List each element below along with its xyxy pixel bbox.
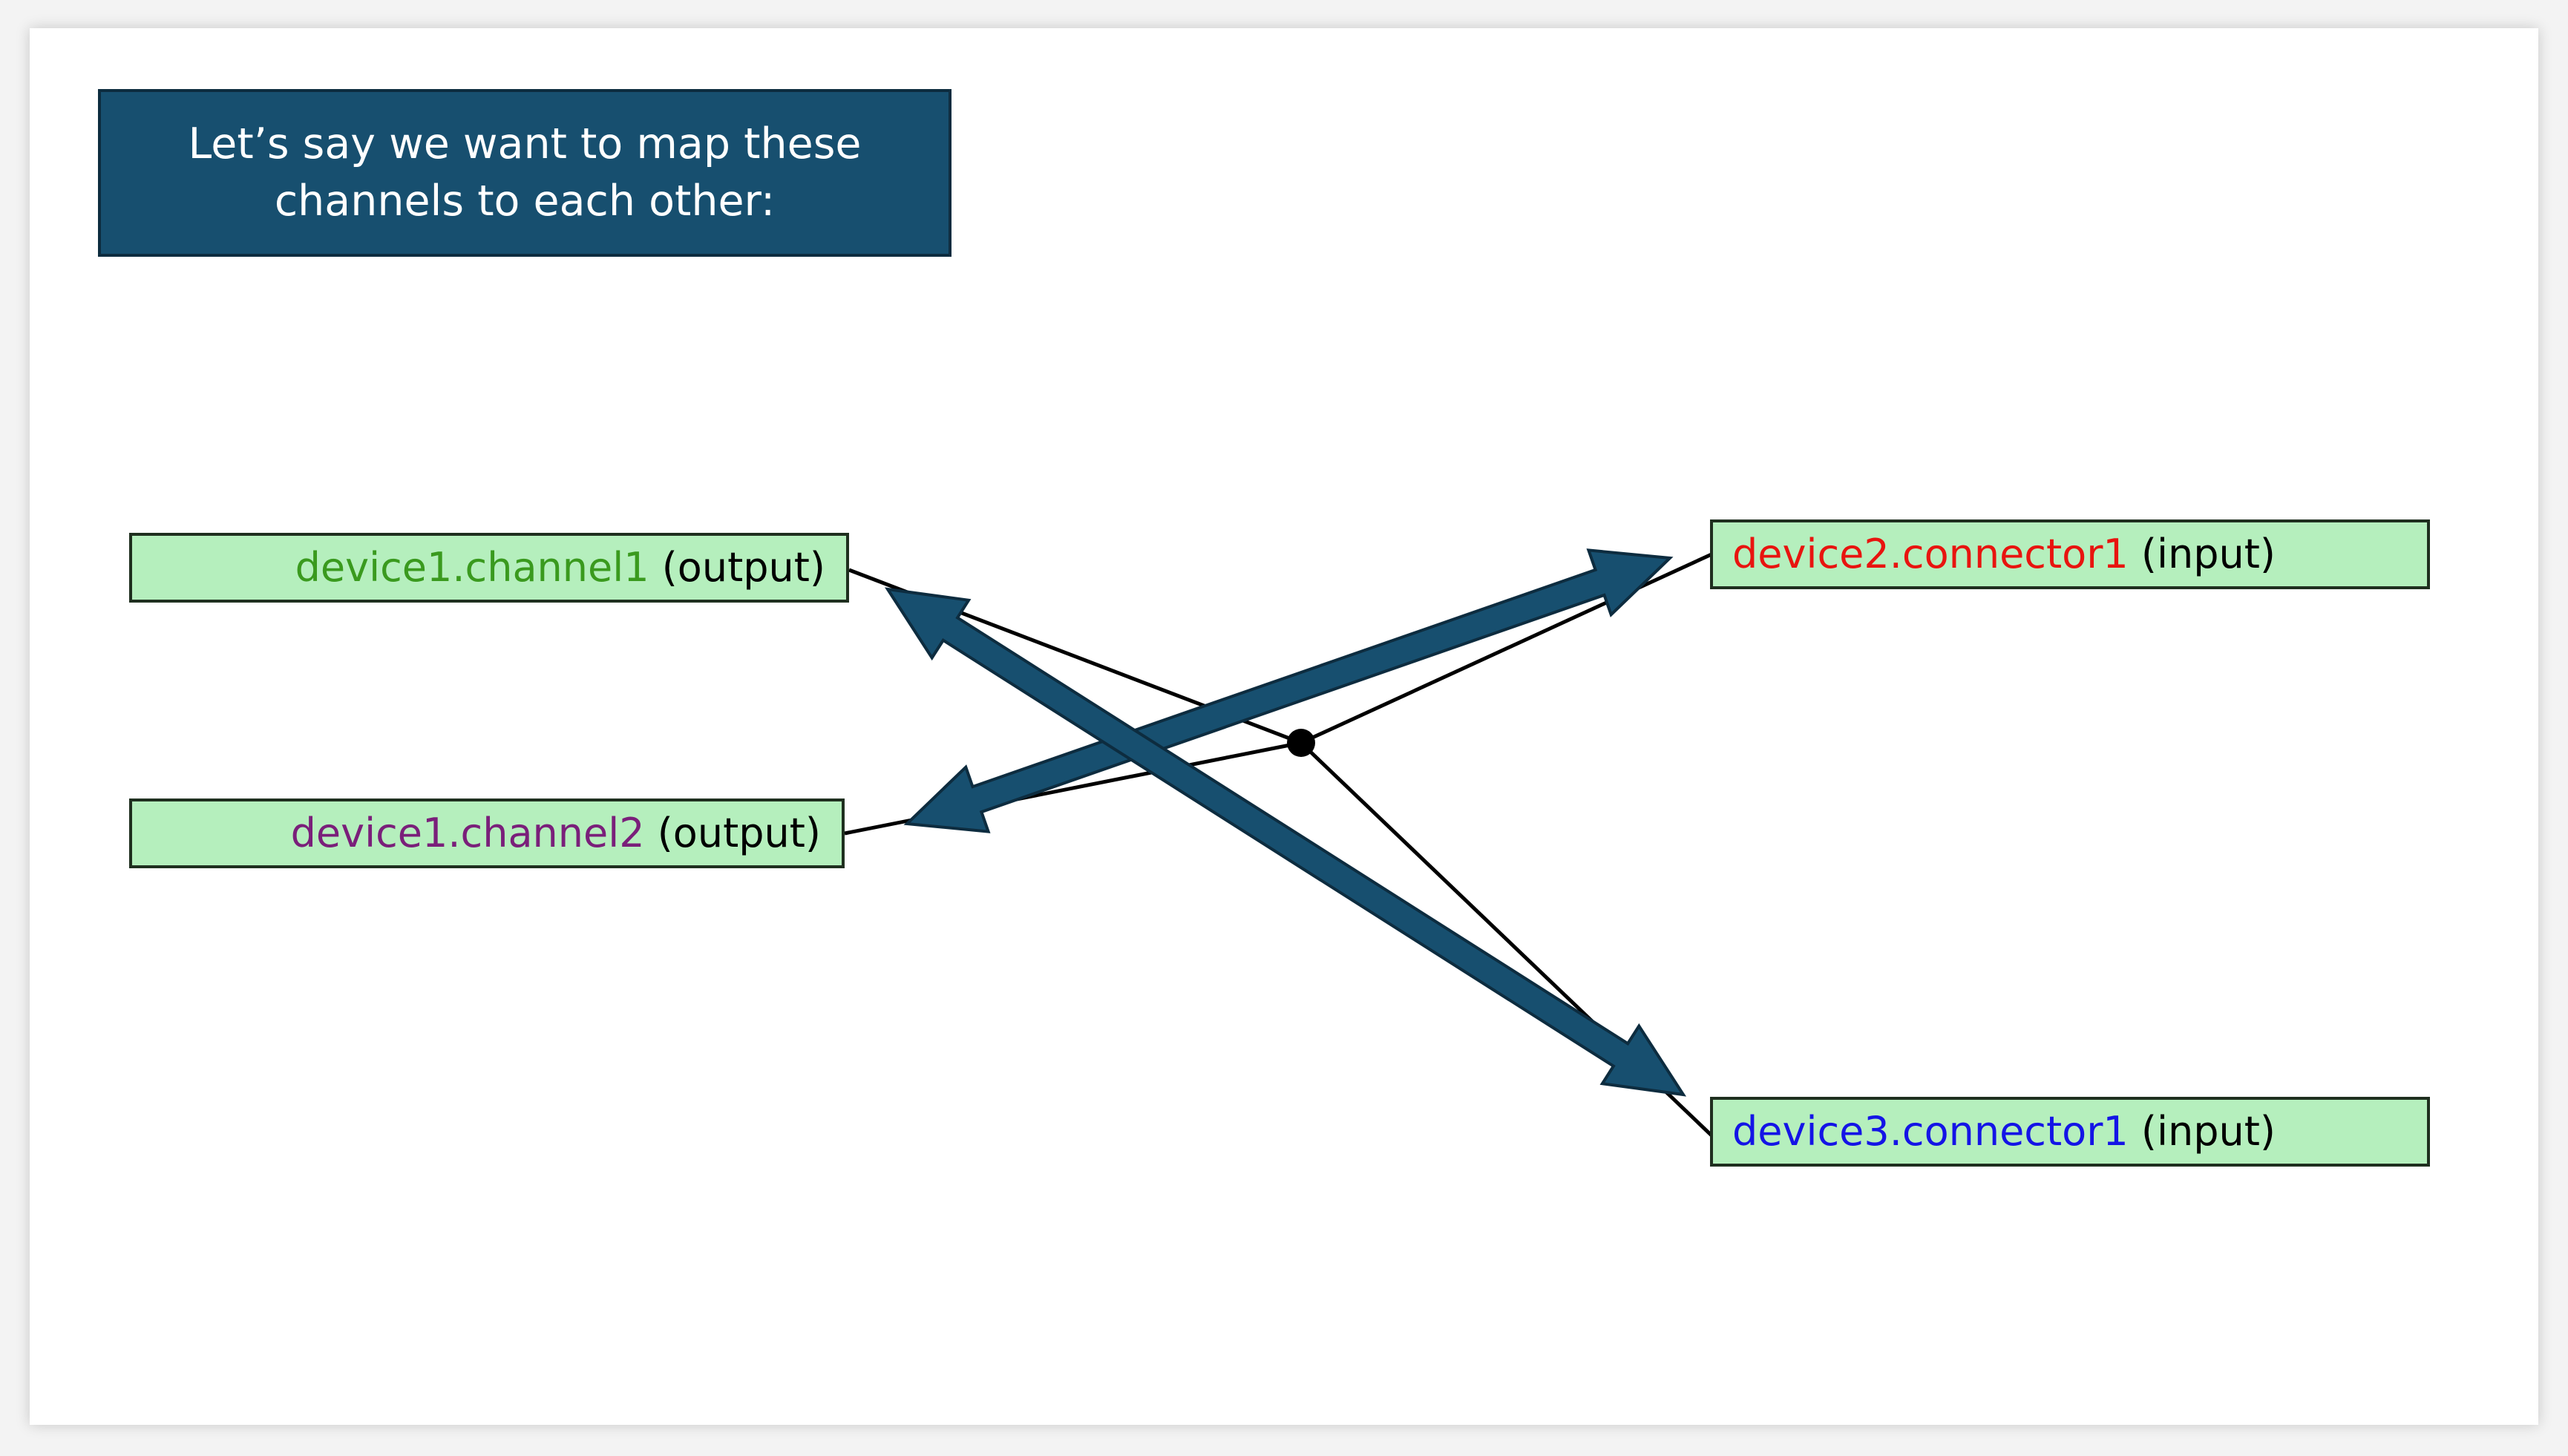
node-device1-channel1: device1.channel1 (output) [129, 533, 849, 603]
node-name: device2.connector1 [1732, 531, 2129, 577]
node-device2-connector1: device2.connector1 (input) [1710, 519, 2430, 589]
title-text: Let’s say we want to map these channels … [188, 119, 862, 226]
title-box: Let’s say we want to map these channels … [98, 89, 951, 257]
node-device1-channel2: device1.channel2 (output) [129, 798, 845, 868]
node-suffix: (output) [644, 810, 821, 856]
node-suffix: (input) [2128, 1108, 2276, 1155]
node-suffix: (output) [649, 544, 825, 591]
node-suffix: (input) [2128, 531, 2276, 577]
node-name: device1.channel2 [290, 810, 645, 856]
node-name: device1.channel1 [295, 544, 649, 591]
node-device3-connector1: device3.connector1 (input) [1710, 1097, 2430, 1167]
node-name: device3.connector1 [1732, 1108, 2129, 1155]
